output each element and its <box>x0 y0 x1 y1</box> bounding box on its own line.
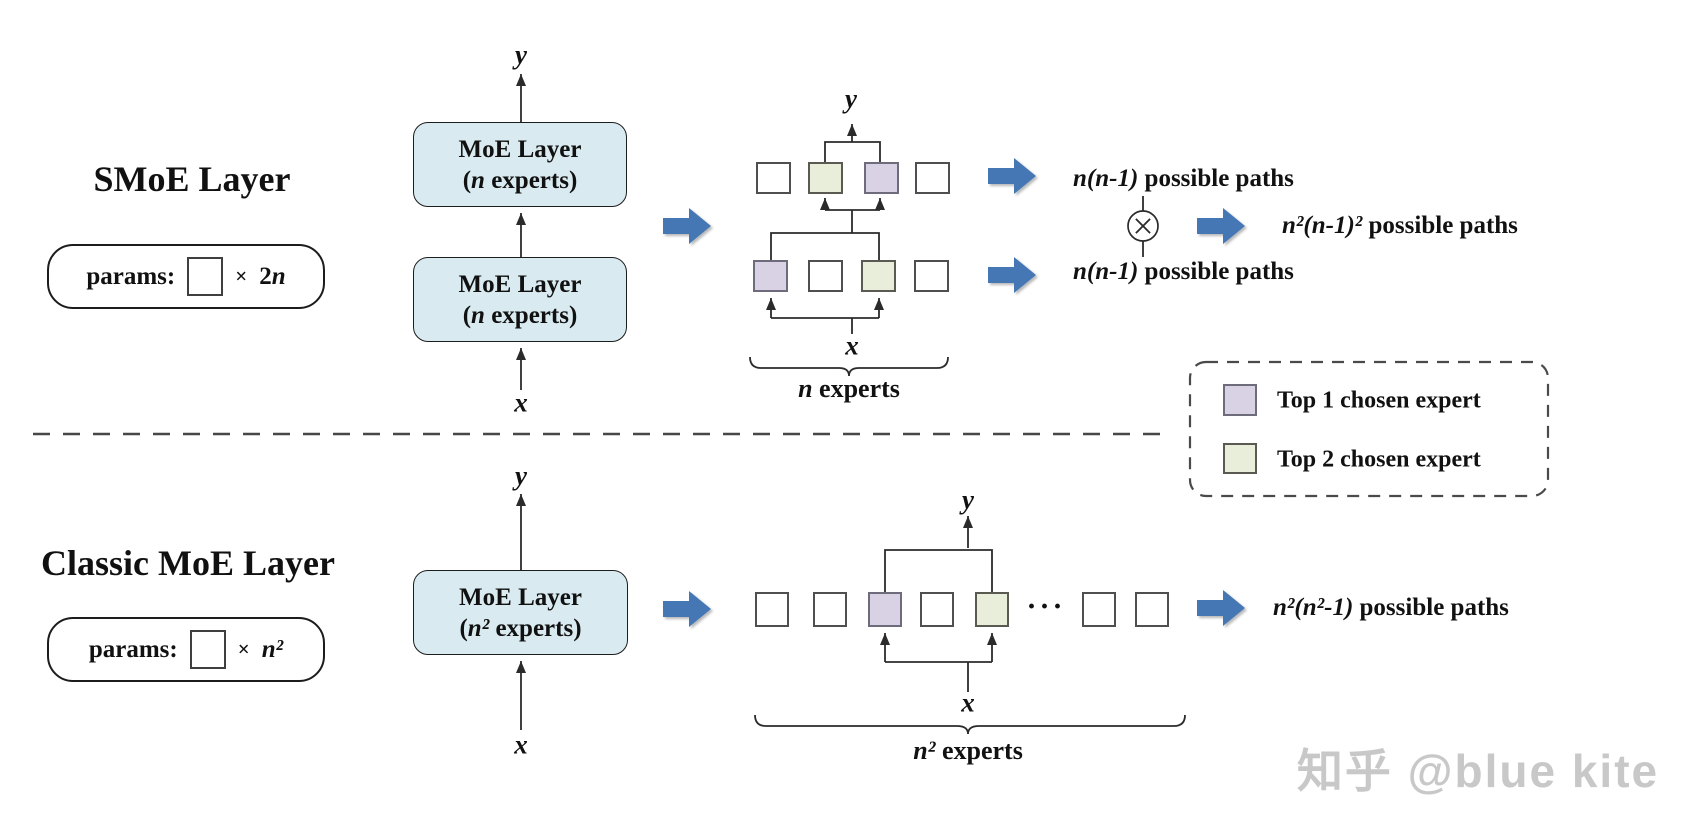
classic-params-box: params: × n² <box>47 617 325 682</box>
expert-square-top2 <box>808 162 843 194</box>
smoe-section-title: SMoE Layer <box>93 159 291 199</box>
moe-layer-box-smoe-top: MoE Layer (n experts) <box>413 122 627 207</box>
expert-square-top1 <box>864 162 899 194</box>
moe-box-line2: (n² experts) <box>459 614 582 642</box>
param-square-icon <box>189 630 226 669</box>
expert-square-top2 <box>975 592 1009 627</box>
classic-experts-connectors <box>880 516 997 692</box>
moe-box-line2: (n experts) <box>462 166 578 194</box>
smoe-experts-count-label: n experts <box>798 374 900 403</box>
classic-experts-brace <box>754 714 1186 735</box>
multiply-sign: × <box>237 637 250 661</box>
smoe-stack-y-label: y <box>515 39 527 70</box>
classic-experts-y-label: y <box>962 484 974 515</box>
paths-label-layer1: n(n-1) possible paths <box>1073 258 1294 285</box>
otimes-node <box>1127 196 1159 257</box>
flow-arrow-icon <box>663 208 711 244</box>
params-value: n² <box>262 636 283 664</box>
smoe-experts-connectors <box>766 124 885 334</box>
flow-arrow-icon <box>1197 208 1245 244</box>
expert-square <box>920 592 954 627</box>
ellipsis: ··· <box>1026 590 1066 623</box>
expert-square-top1 <box>753 260 788 292</box>
paths-label-layer2: n(n-1) possible paths <box>1073 165 1294 192</box>
params-var: n² <box>261 635 284 663</box>
classic-experts-count-label: n² experts <box>913 736 1023 765</box>
params-var: n <box>271 262 286 290</box>
smoe-params-box: params: × 2n <box>47 244 325 309</box>
flow-arrow-icon <box>988 257 1036 293</box>
smoe-experts-x-label: x <box>845 330 859 361</box>
classic-experts-x-label: x <box>961 687 975 718</box>
params-value: 2n <box>259 263 285 291</box>
param-square-icon <box>187 257 224 296</box>
smoe-experts-y-label: y <box>845 83 857 114</box>
expert-square <box>914 260 949 292</box>
flow-arrow-icon <box>1197 590 1245 626</box>
paths-label-combined: n²(n-1)² possible paths <box>1282 212 1518 239</box>
legend-box <box>1188 360 1550 498</box>
expert-square <box>755 592 789 627</box>
smoe-experts-brace <box>749 356 949 377</box>
classic-stack-y-label: y <box>515 460 527 491</box>
expert-square <box>756 162 791 194</box>
moe-box-line2: (n experts) <box>462 301 578 329</box>
flow-arrow-icon <box>988 158 1036 194</box>
smoe-stack-x-label: x <box>514 387 528 418</box>
params-coef: 2 <box>259 262 272 290</box>
expert-square <box>1135 592 1169 627</box>
legend-top2-label: Top 2 chosen expert <box>1277 446 1481 473</box>
moe-box-line1: MoE Layer <box>458 135 582 163</box>
params-label: params: <box>86 262 176 290</box>
expert-square-top1 <box>868 592 902 627</box>
legend-top2-swatch <box>1223 443 1257 474</box>
moe-box-line1: MoE Layer <box>459 583 582 611</box>
moe-layer-box-smoe-bottom: MoE Layer (n experts) <box>413 257 627 342</box>
paths-label-classic: n²(n²-1) possible paths <box>1273 594 1509 621</box>
expert-square <box>1082 592 1116 627</box>
expert-square <box>915 162 950 194</box>
params-label: params: <box>88 635 178 663</box>
flow-arrows <box>663 158 1245 627</box>
classic-stack-x-label: x <box>514 729 528 760</box>
multiply-sign: × <box>235 264 248 288</box>
watermark: 知乎 @blue kite <box>1296 745 1660 797</box>
flow-arrow-icon <box>663 591 711 627</box>
expert-square-top2 <box>861 260 896 292</box>
expert-square <box>808 260 843 292</box>
legend-top1-label: Top 1 chosen expert <box>1277 387 1481 414</box>
legend-top1-swatch <box>1223 384 1257 416</box>
classic-section-title: Classic MoE Layer <box>41 543 335 583</box>
expert-square <box>813 592 847 627</box>
moe-box-line1: MoE Layer <box>458 270 582 298</box>
moe-layer-box-classic: MoE Layer (n² experts) <box>413 570 628 655</box>
